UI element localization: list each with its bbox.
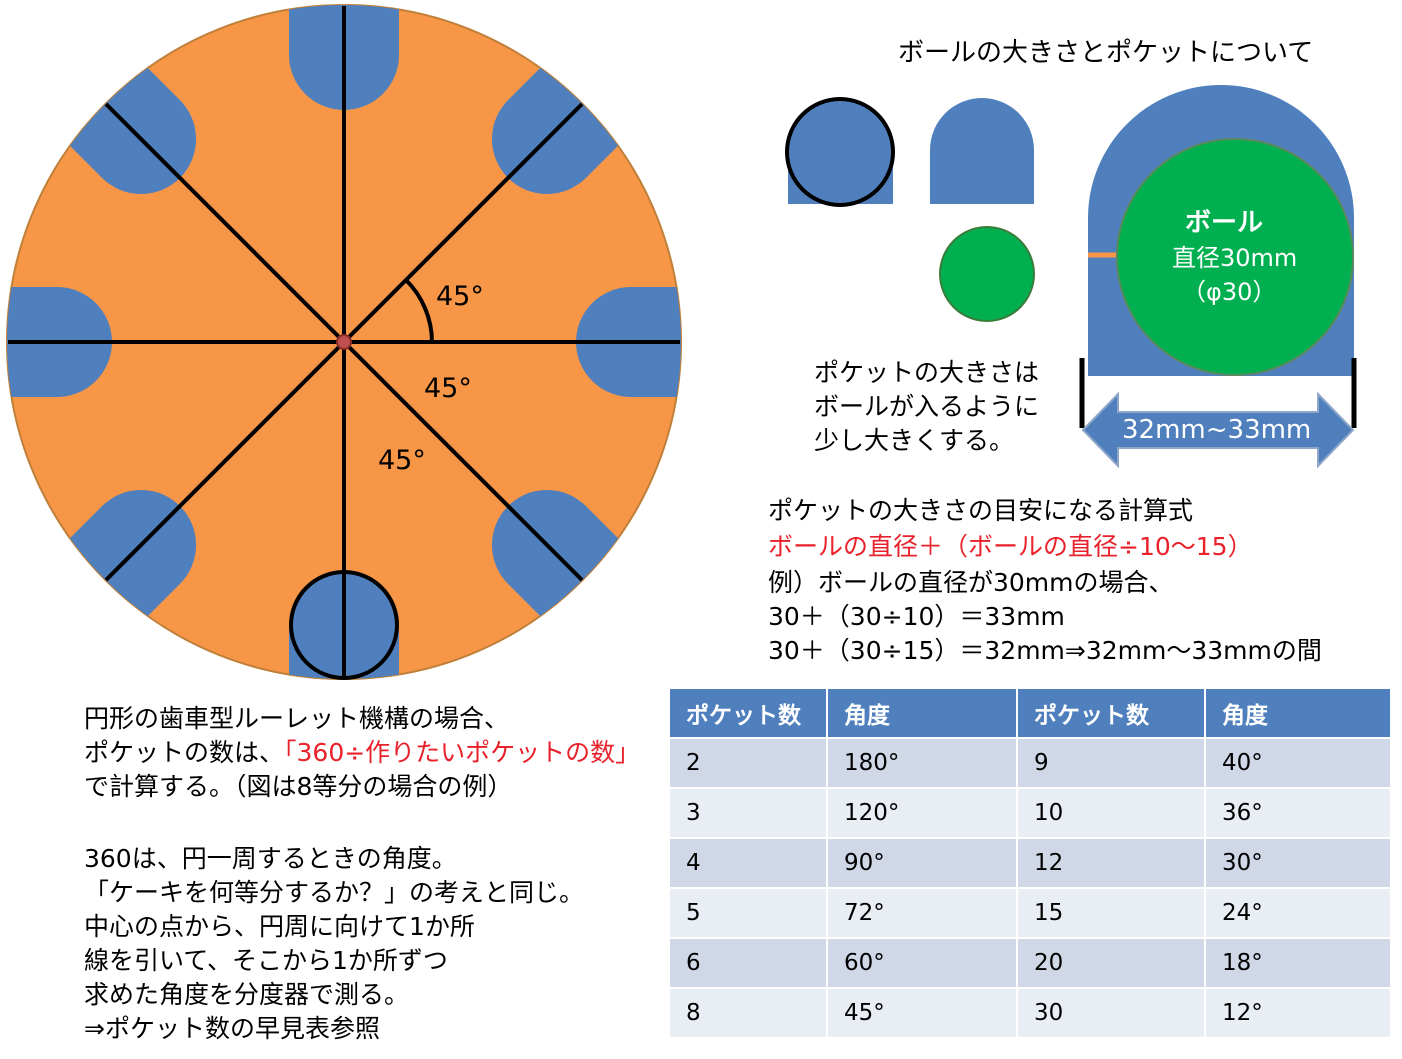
pocket-note-line-1: ポケットの大きさは — [814, 358, 1040, 387]
explanation-b-line-1: 360は、円一周するときの角度。 — [84, 844, 457, 873]
explanation-b-line-6: ⇒ポケット数の早見表参照 — [84, 1014, 380, 1043]
angle-label-2: 45° — [424, 373, 472, 404]
width-label: 32mm~33mm — [1122, 415, 1312, 445]
angle-arc — [404, 278, 434, 343]
table-header-row: ポケット数 角度 ポケット数 角度 — [670, 689, 1390, 738]
table-cell: 12 — [1017, 837, 1206, 888]
explanation-b-line-2: 「ケーキを何等分するか？」の考えと同じ。 — [84, 878, 585, 907]
table-cell: 60° — [827, 937, 1018, 988]
formula-red: ボールの直径＋（ボールの直径÷10～15） — [768, 532, 1253, 561]
table-cell: 90° — [827, 837, 1018, 888]
table-cell: 15 — [1017, 887, 1206, 938]
pocket-note-line-3: 少し大きくする。 — [814, 426, 1015, 455]
table-cell: 45° — [827, 987, 1018, 1037]
table-row: 2 180° 9 40° — [670, 737, 1390, 788]
table-cell: 180° — [827, 737, 1018, 788]
table-cell: 20 — [1017, 937, 1206, 988]
green-ball — [939, 226, 1035, 322]
table-row: 3 120° 10 36° — [670, 787, 1390, 838]
formula-heading: ポケットの大きさの目安になる計算式 — [768, 496, 1194, 525]
formula-example: 例）ボールの直径が30mmの場合、 — [768, 568, 1174, 597]
ball-label: ボール — [1185, 208, 1264, 238]
table-row: 4 90° 12 30° — [670, 837, 1390, 888]
explanation-b-line-5: 求めた角度を分度器で測る。 — [84, 980, 410, 1009]
table-cell: 24° — [1205, 887, 1390, 938]
formula-calc-2: 30＋（30÷15）＝32mm⇒32mm～33mmの間 — [768, 636, 1322, 665]
table-cell: 9 — [1017, 737, 1206, 788]
header-angle: 角度 — [827, 689, 1018, 738]
angle-label-1: 45° — [436, 281, 484, 312]
explanation-line-3: で計算する。（図は8等分の場合の例） — [84, 772, 513, 801]
table-cell: 40° — [1205, 737, 1390, 788]
table-cell: 3 — [670, 787, 828, 838]
empty-pocket — [930, 98, 1034, 204]
table-cell: 2 — [670, 737, 828, 788]
pocket-with-ball — [785, 97, 895, 207]
ball-section-title: ボールの大きさとポケットについて — [898, 38, 1314, 68]
table-cell: 5 — [670, 887, 828, 938]
explanation-line-1: 円形の歯車型ルーレット機構の場合、 — [84, 704, 510, 733]
table-cell: 36° — [1205, 787, 1390, 838]
formula-calc-1: 30＋（30÷10）＝33mm — [768, 602, 1065, 631]
table-row: 5 72° 15 24° — [670, 887, 1390, 938]
table-cell: 18° — [1205, 937, 1390, 988]
explanation-b-line-4: 線を引いて、そこから1か所ずつ — [84, 946, 448, 975]
header-pocket-count-2: ポケット数 — [1017, 689, 1206, 738]
table-cell: 4 — [670, 837, 828, 888]
phi-label: （φ30） — [1182, 278, 1277, 306]
table-cell: 6 — [670, 937, 828, 988]
explanation-line-2-prefix: ポケットの数は、 — [84, 738, 285, 767]
table-cell: 30° — [1205, 837, 1390, 888]
table-cell: 30 — [1017, 987, 1206, 1037]
table-row: 8 45° 30 12° — [670, 987, 1390, 1037]
angle-label-3: 45° — [378, 445, 426, 476]
explanation-line-2: ポケットの数は、「360÷作りたいポケットの数」 — [84, 736, 640, 770]
header-pocket-count: ポケット数 — [670, 689, 828, 738]
table-cell: 120° — [827, 787, 1018, 838]
explanation-line-2-red: 「360÷作りたいポケットの数」 — [284, 738, 641, 767]
table-cell: 12° — [1205, 987, 1390, 1037]
table-row: 6 60° 20 18° — [670, 937, 1390, 988]
diameter-label: 直径30mm — [1172, 244, 1298, 272]
table-cell: 72° — [827, 887, 1018, 938]
header-angle-2: 角度 — [1205, 689, 1390, 738]
pocket-angle-table: ポケット数 角度 ポケット数 角度 2 180° 9 40° 3 120° 10… — [670, 689, 1390, 1037]
center-point — [336, 334, 352, 350]
table-cell: 8 — [670, 987, 828, 1037]
table-cell: 10 — [1017, 787, 1206, 838]
pocket-note-line-2: ボールが入るように — [814, 392, 1040, 421]
roulette-wheel-diagram — [6, 4, 682, 680]
explanation-b-line-3: 中心の点から、円周に向けて1か所 — [84, 912, 475, 941]
